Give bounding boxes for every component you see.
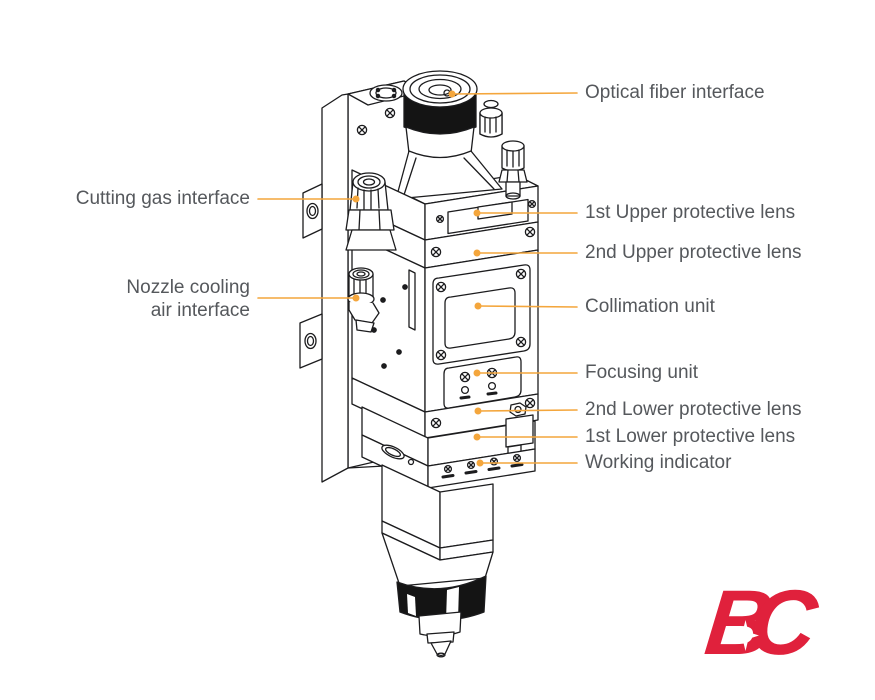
focusing-unit-drawing [443,356,522,409]
leader-focusing-unit [473,369,578,377]
label-first-upper-protective-lens: 1st Upper protective lens [585,202,796,223]
collimator-neck [395,150,503,200]
label-cutting-gas-interface: Cutting gas interface [75,188,250,209]
leader-cutting-gas-interface [257,195,360,203]
label-optical-fiber-interface: Optical fiber interface [585,82,765,103]
label-second-upper-protective-lens: 2nd Upper protective lens [585,242,802,263]
leader-second-upper-lens [473,249,578,257]
leader-second-lower-lens [474,407,578,415]
leader-lines [257,90,578,467]
label-working-indicator: Working indicator [585,452,732,473]
leader-nozzle-cooling-air [257,294,360,302]
bc-logo: B C [701,572,832,674]
label-nozzle-cooling-air-interface: Nozzle cooling air interface [126,277,250,321]
cutting-gas-interface-drawing [345,172,397,251]
label-first-lower-protective-lens: 1st Lower protective lens [585,426,796,447]
second-lower-protective-lens-drawing [351,377,539,439]
leader-first-upper-lens [473,209,578,217]
leader-first-lower-lens [473,433,578,441]
leader-working-indicator [476,459,578,467]
leader-optical-fiber-interface [448,90,578,98]
optical-fiber-interface-drawing [402,70,478,160]
leader-collimation-unit [474,302,578,310]
nozzle-ring-and-tip [396,575,487,658]
working-indicator-drawing [361,434,536,489]
nozzle-cooling-air-interface-drawing [347,267,380,333]
bc-logo-letter-c: C [744,572,822,674]
nozzle-body [381,464,494,587]
cooling-water-fittings [479,99,528,200]
label-collimation-unit: Collimation unit [585,296,715,317]
label-second-lower-protective-lens: 2nd Lower protective lens [585,399,802,420]
label-focusing-unit: Focusing unit [585,362,699,383]
